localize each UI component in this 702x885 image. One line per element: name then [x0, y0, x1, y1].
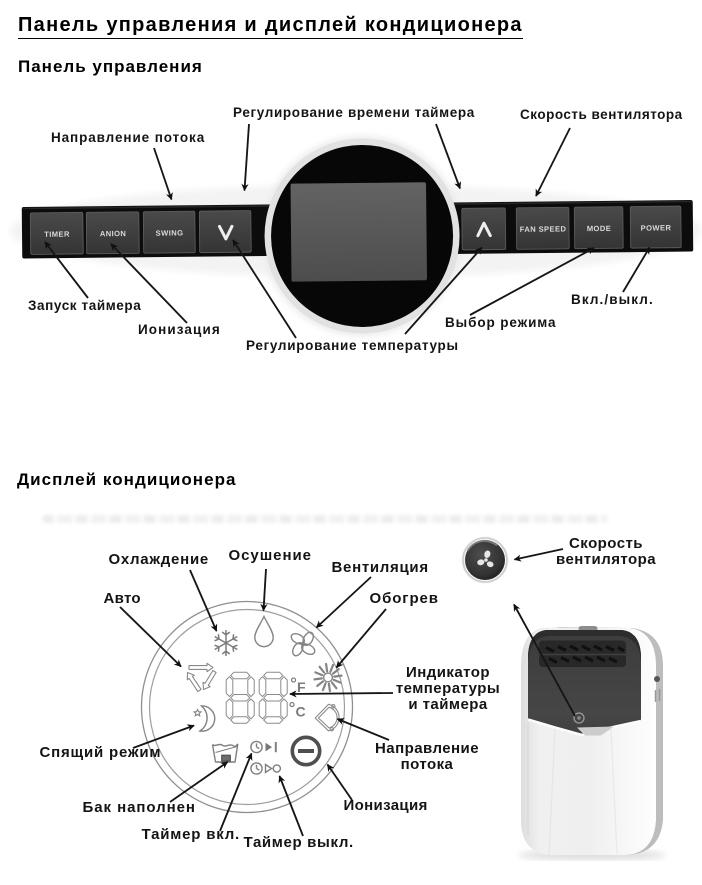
svg-text:MODE: MODE: [587, 224, 611, 233]
svg-text:TIMER: TIMER: [44, 230, 70, 239]
svg-text:POWER: POWER: [641, 223, 672, 232]
svg-text:ANION: ANION: [100, 229, 127, 238]
svg-text:FAN SPEED: FAN SPEED: [520, 224, 567, 233]
svg-text:F: F: [297, 679, 306, 695]
svg-text:C: C: [296, 704, 306, 720]
svg-text:SWING: SWING: [156, 228, 184, 237]
